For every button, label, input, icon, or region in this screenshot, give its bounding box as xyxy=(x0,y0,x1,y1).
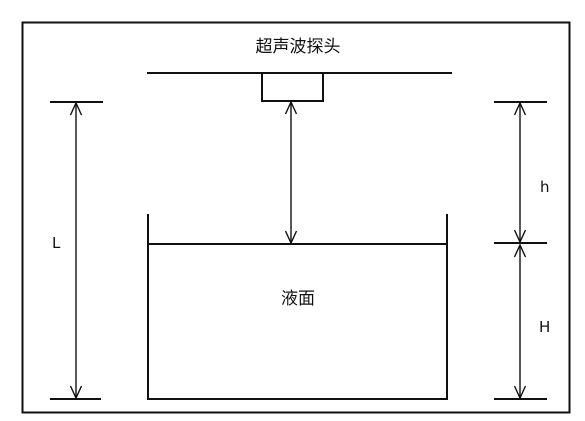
h-label: h xyxy=(540,178,550,196)
L-label: L xyxy=(52,234,61,252)
tank xyxy=(147,214,448,400)
ultrasonic-probe xyxy=(261,72,324,102)
liquid-surface-label: 液面 xyxy=(281,289,315,309)
outer-frame xyxy=(21,21,571,414)
H-label: H xyxy=(539,318,550,336)
probe-label: 超声波探头 xyxy=(256,37,341,57)
